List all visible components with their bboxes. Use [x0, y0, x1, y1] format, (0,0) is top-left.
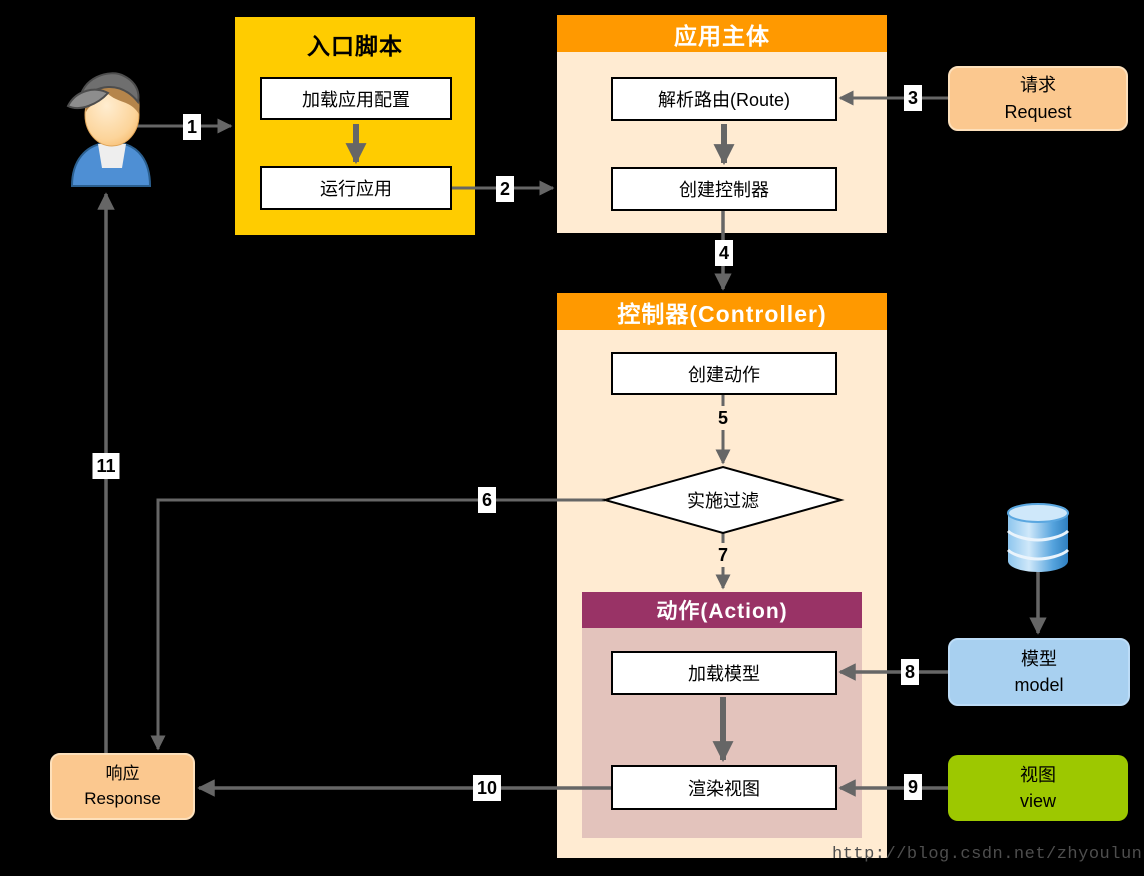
step-label-11: 11 — [92, 453, 120, 479]
step-label-2: 2 — [495, 176, 515, 202]
view-label-zh: 视图 — [1020, 764, 1056, 785]
load-config-node: 加载应用配置 — [260, 77, 452, 120]
view-label-en: view — [1019, 791, 1056, 811]
response-label-zh: 响应 — [105, 763, 140, 783]
model-label-en: model — [1014, 675, 1064, 695]
controller-title: 控制器(Controller) — [557, 293, 887, 330]
step-label-1: 1 — [182, 114, 202, 140]
watermark-text: http://blog.csdn.net/zhyoulun — [832, 845, 1143, 864]
step-label-6: 6 — [477, 487, 497, 513]
entry-script-title: 入口脚本 — [307, 32, 403, 59]
step-label-8: 8 — [900, 659, 920, 685]
filter-diamond-shape — [601, 465, 845, 535]
create-action-node: 创建动作 — [611, 352, 837, 395]
load-model-node: 加载模型 — [611, 651, 837, 695]
step-label-10: 10 — [472, 775, 502, 801]
arrow-6-filter-to-response — [150, 498, 605, 751]
create-controller-node: 创建控制器 — [611, 167, 837, 211]
model-box: 模型 model — [948, 638, 1130, 706]
action-panel: 动作(Action) 加载模型 渲染视图 — [582, 592, 862, 838]
resolve-route-node: 解析路由(Route) — [611, 77, 837, 121]
render-view-node: 渲染视图 — [611, 765, 837, 810]
response-label-en: Response — [84, 788, 161, 808]
step-label-7: 7 — [712, 543, 734, 567]
action-title: 动作(Action) — [582, 592, 862, 628]
filter-node-label: 实施过滤 — [687, 491, 759, 511]
step-label-4: 4 — [714, 240, 734, 266]
request-label-en: Request — [1004, 101, 1072, 122]
application-title: 应用主体 — [557, 15, 887, 52]
step-label-9: 9 — [903, 774, 923, 800]
step-label-3: 3 — [903, 85, 923, 111]
response-box: 响应 Response — [50, 753, 195, 820]
user-icon — [66, 72, 152, 187]
model-label-zh: 模型 — [1021, 648, 1057, 669]
database-icon — [1006, 503, 1070, 572]
request-label-zh: 请求 — [1020, 75, 1056, 96]
step-label-5: 5 — [712, 406, 734, 430]
run-app-node: 运行应用 — [260, 166, 452, 210]
request-box: 请求 Request — [948, 66, 1128, 131]
view-box: 视图 view — [948, 755, 1128, 821]
